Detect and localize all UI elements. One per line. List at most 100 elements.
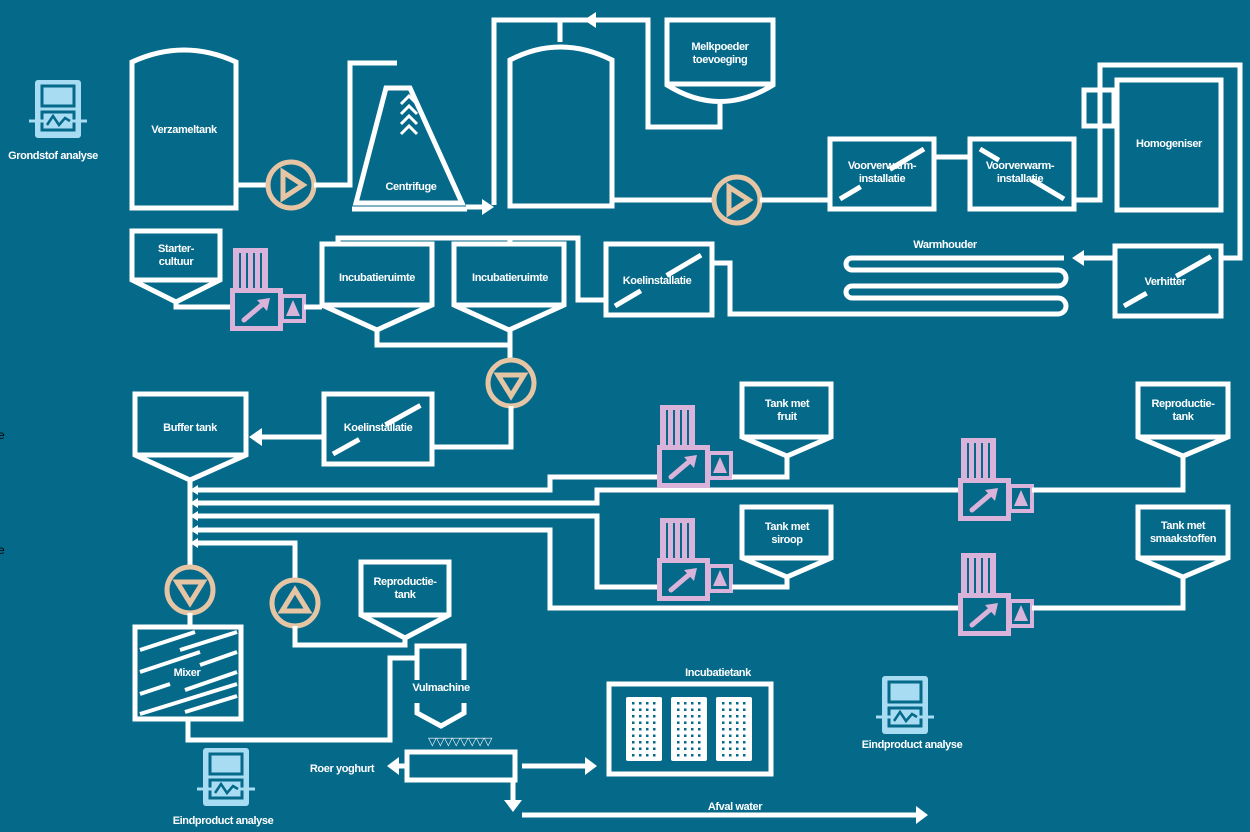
siroop-label: Tank met: [765, 521, 810, 533]
koelinstallatie-label: Koelinstallatie: [623, 275, 692, 287]
pump-icon: [269, 577, 321, 629]
starter-label: Starter-: [158, 243, 195, 255]
siroop-label: siroop: [771, 534, 803, 546]
arrow-down-icon: [504, 800, 522, 812]
incubatietank: Incubatietank: [606, 667, 774, 777]
analyzer-icon: [874, 674, 936, 736]
verhitter-label: Verhitter: [1144, 276, 1186, 288]
end-analysis-label: Eindproduct analyse: [173, 815, 274, 827]
fruit-label: Tank met: [765, 398, 810, 410]
pipe: [732, 576, 790, 590]
pump-icon: [711, 174, 763, 226]
tank-met-siroop: Tank met siroop: [739, 504, 834, 580]
vulmachine-label: Vulmachine: [412, 682, 470, 694]
end-analysis-label: Eindproduct analyse: [862, 739, 963, 751]
incubation-rack: [671, 697, 707, 761]
voorverwarm-installatie-1: Voorverwarm- installatie: [827, 136, 937, 212]
cropped-text-fragment: e: [0, 543, 5, 557]
voorverwarm-label: installatie: [859, 173, 906, 185]
pipe: [335, 235, 606, 303]
incubatieruimte-1: Incubatieruimte: [319, 241, 435, 333]
reproductie-label: Reproductie-: [373, 576, 437, 588]
warmhouder-label: Warmhouder: [913, 239, 978, 251]
arrow-left-icon: [584, 12, 596, 28]
reproductie-label: Reproductie-: [1151, 398, 1215, 410]
dosing-valve-icon: [660, 405, 732, 486]
smaakstoffen-label: smaakstoffen: [1150, 533, 1217, 545]
raw-analysis-label: Grondstof analyse: [8, 150, 98, 162]
roer-yoghurt-label: Roer yoghurt: [310, 763, 375, 775]
homogeniser: Homogeniser: [1081, 77, 1224, 213]
pipe: [173, 302, 232, 310]
incubatietank-label: Incubatietank: [685, 667, 752, 679]
voorverwarm-installatie-2: Voorverwarm- installatie: [967, 136, 1077, 212]
incubation-rack: [626, 697, 662, 761]
pipe: [1032, 576, 1186, 611]
reproductie-tank-2: Reproductie- tank: [358, 559, 452, 641]
conveyor: [404, 749, 518, 783]
pipe: [185, 655, 417, 743]
arrow-right-icon: [482, 199, 494, 215]
centrifuge-label: Centrifuge: [385, 181, 436, 193]
voorverwarm-label: installatie: [997, 173, 1044, 185]
incubatie-label: Incubatieruimte: [339, 272, 415, 284]
mixer-label: Mixer: [174, 667, 202, 679]
pump-icon: [265, 159, 317, 211]
tank-met-fruit: Tank met fruit: [739, 381, 834, 459]
pump-icon: [164, 564, 216, 616]
starter-cultuur: Starter- cultuur: [129, 228, 223, 305]
pipe: [1074, 62, 1243, 261]
voorverwarm-label: Voorverwarm-: [848, 160, 917, 172]
raw-material-analysis: Grondstof analyse: [8, 78, 99, 162]
pipe: [292, 626, 408, 648]
buffer-label: Buffer tank: [163, 422, 218, 434]
manifold: [190, 474, 960, 611]
incubatieruimte-2: Incubatieruimte: [451, 241, 567, 333]
fruit-label: fruit: [777, 411, 797, 423]
buffer-tank: Buffer tank: [132, 391, 249, 483]
pipe: [374, 330, 510, 348]
koelinstallatie-2: Koelinstallatie: [321, 391, 435, 467]
pipe: [1032, 455, 1186, 493]
analyzer-icon: [195, 746, 257, 808]
incubation-rack: [716, 697, 752, 761]
arrow-left-icon: [387, 757, 399, 775]
mixing-tank: [507, 44, 615, 209]
analyzer-icon: [27, 78, 89, 140]
vulmachine: Vulmachine ▽▽▽▽▽▽▽▽: [404, 643, 518, 783]
smaakstoffen-label: Tank met: [1161, 520, 1206, 532]
arrow-left-icon: [1072, 250, 1084, 266]
reproductie-tank-1: Reproductie- tank: [1135, 381, 1231, 459]
koelinstallatie-1: Koelinstallatie: [603, 241, 715, 318]
dosing-valve-icon: [961, 553, 1033, 634]
reproductie-label: tank: [394, 589, 416, 601]
afval-water-label: Afval water: [708, 801, 763, 813]
verzameltank-label: Verzameltank: [151, 124, 218, 136]
arrow-right-icon: [916, 806, 928, 824]
centrifuge: Centrifuge: [352, 85, 467, 212]
dosing-valve-icon: [660, 518, 732, 599]
verzameltank: Verzameltank: [129, 47, 239, 211]
pipe: [314, 60, 397, 188]
dosing-valve-icon: [233, 248, 305, 329]
dosing-valve-icon: [961, 438, 1033, 519]
starter-label: cultuur: [159, 256, 195, 268]
mixer: Mixer: [132, 624, 244, 722]
melkpoeder-label: toevoeging: [693, 54, 748, 66]
end-product-analysis-1: Eindproduct analyse: [173, 746, 274, 827]
pipe: [491, 17, 723, 205]
reproductie-label: tank: [1172, 411, 1194, 423]
incubatie-label: Incubatieruimte: [472, 272, 548, 284]
warmhouder: Warmhouder: [712, 239, 1069, 317]
pipe: [732, 455, 790, 480]
melkpoeder-toevoeging: Melkpoeder toevoeging: [664, 17, 776, 104]
homogeniser-label: Homogeniser: [1136, 138, 1203, 150]
pump-icon: [485, 357, 537, 409]
verhitter: Verhitter: [1112, 243, 1224, 319]
arrow-left-icon: [249, 428, 262, 446]
yoghurt-cups: ▽▽▽▽▽▽▽▽: [428, 735, 493, 748]
voorverwarm-label: Voorverwarm-: [986, 160, 1055, 172]
tank-met-smaakstoffen: Tank met smaakstoffen: [1135, 504, 1231, 580]
arrow-right-icon: [585, 757, 597, 775]
